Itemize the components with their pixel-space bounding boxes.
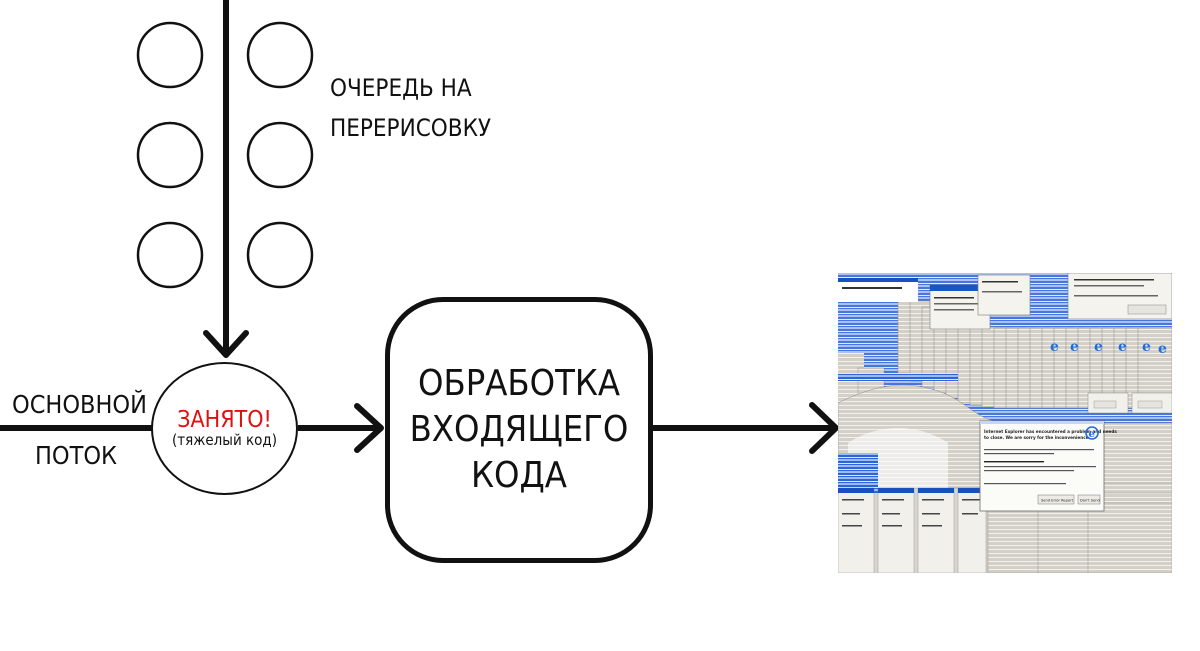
busy-to-process-arrowhead <box>354 403 384 453</box>
busy-node-subtitle: (тяжелый код) <box>171 431 278 450</box>
dialog-send-button: Send Error Report <box>1041 499 1074 503</box>
svg-text:e: e <box>1089 429 1095 440</box>
busy-node: ЗАНЯТО! (тяжелый код) <box>151 362 298 495</box>
svg-text:e: e <box>1142 339 1151 355</box>
queue-item <box>136 121 204 189</box>
main-thread-label-bottom: ПОТОК <box>35 441 118 470</box>
queue-item <box>136 21 204 89</box>
process-box: ОБРАБОТКА ВХОДЯЩЕГО КОДА <box>385 297 653 563</box>
dialog-dont-send-button: Don't Send <box>1080 499 1100 503</box>
svg-text:e: e <box>1158 341 1167 357</box>
queue-item <box>246 221 314 289</box>
svg-text:e: e <box>1070 339 1079 355</box>
svg-text:to close. We are sorry for the: to close. We are sorry for the inconveni… <box>984 435 1091 440</box>
busy-node-title: ЗАНЯТО! <box>177 407 272 434</box>
render-queue-label: ОЧЕРЕДЬ НА ПЕРЕРИСОВКУ <box>330 68 510 148</box>
render-queue-label-line: ПЕРЕРИСОВКУ <box>330 114 492 142</box>
dialog-heading-text: Internet Explorer has encountered a prob… <box>984 429 1117 434</box>
svg-text:e: e <box>1094 339 1103 355</box>
queue-item <box>136 221 204 289</box>
render-queue-items <box>136 21 314 289</box>
svg-text:e: e <box>1118 339 1127 355</box>
process-box-line: ВХОДЯЩЕГО <box>409 409 629 450</box>
process-to-result-arrowhead <box>809 402 839 454</box>
process-box-line: ОБРАБОТКА <box>417 363 620 404</box>
render-queue-label-line: ОЧЕРЕДЬ НА <box>330 74 472 102</box>
queue-item <box>246 121 314 189</box>
svg-text:e: e <box>1050 339 1059 355</box>
queue-arrowhead <box>203 330 249 358</box>
process-box-line: КОДА <box>471 455 567 496</box>
queue-item <box>246 21 314 89</box>
main-thread-label-top: ОСНОВНОЙ <box>12 390 147 419</box>
